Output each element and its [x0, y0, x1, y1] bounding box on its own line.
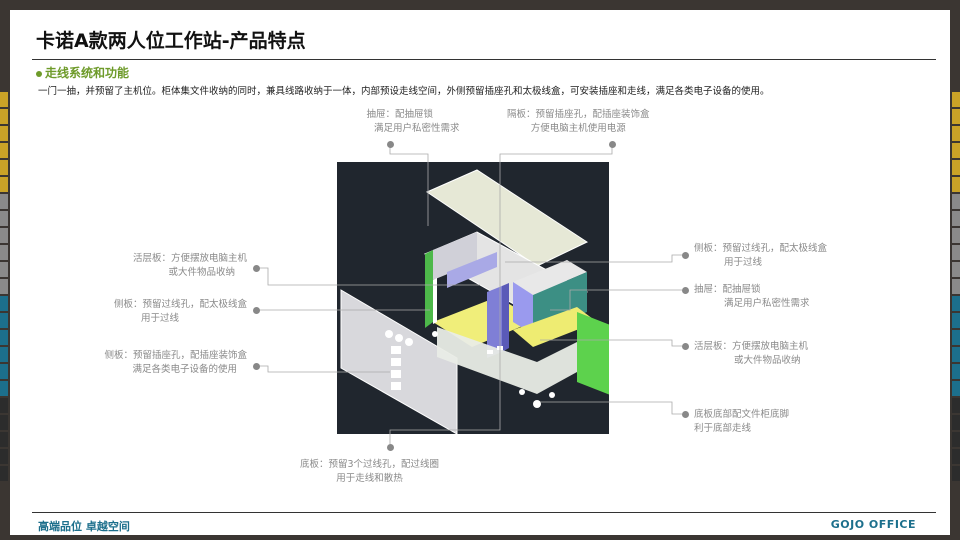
- callout-dot: [387, 444, 394, 451]
- footer-slogan: 高端品位 卓越空间: [38, 520, 130, 533]
- bullet-dot-icon: [36, 70, 42, 77]
- slide: 卡诺A款两人位工作站-产品特点 走线系统和功能 一门一抽，并预留了主机位。柜体集…: [10, 10, 950, 535]
- callout-dot: [253, 265, 260, 272]
- page-title: 卡诺A款两人位工作站-产品特点: [36, 30, 306, 52]
- callout-top-right: 隔板：预留插座孔，配插座装饰盒 方便电脑主机使用电源: [507, 109, 650, 134]
- footer-divider: [32, 512, 936, 513]
- callout-right-3: 活层板：方便摆放电脑主机 或大件物品收纳: [694, 341, 809, 366]
- callout-bottom: 底板：预留3个过线孔，配过线圈 用于走线和散热: [300, 459, 440, 484]
- callout-dot: [609, 141, 616, 148]
- cabinet-illustration: [340, 169, 613, 435]
- exploded-cabinet-diagram: [337, 162, 613, 435]
- leader-lines: [256, 144, 682, 444]
- callout-top-left: 抽屉：配抽屉锁 满足用户私密性需求: [366, 109, 460, 134]
- section-title: 走线系统和功能: [45, 66, 130, 80]
- callout-dot: [682, 252, 689, 259]
- callout-left-1: 活层板：方便摆放电脑主机 或大件物品收纳: [132, 253, 247, 278]
- footer-brand: GOJO OFFICE: [830, 518, 916, 531]
- callout-dot: [387, 141, 394, 148]
- callout-dot: [682, 343, 689, 350]
- section-heading: 走线系统和功能: [36, 64, 129, 81]
- callout-dot: [253, 363, 260, 370]
- section-description: 一门一抽，并预留了主机位。柜体集文件收纳的同时，兼具线路收纳于一体，内部预设走线…: [38, 86, 770, 97]
- right-decor-strip: [952, 92, 960, 483]
- callout-left-2: 侧板：预留过线孔，配太极线盒 用于过线: [113, 299, 247, 324]
- callout-left-3: 侧板：预留插座孔，配插座装饰盒 满足各类电子设备的使用: [104, 350, 247, 375]
- callout-right-4: 底板底部配文件柜底脚 利于底部走线: [694, 409, 790, 434]
- callout-right-1: 侧板：预留过线孔，配太极线盒 用于过线: [694, 243, 828, 268]
- callout-dot: [253, 307, 260, 314]
- left-decor-strip: [0, 92, 8, 483]
- callout-dot: [682, 287, 689, 294]
- title-divider: [32, 59, 936, 60]
- callout-dot: [682, 411, 689, 418]
- callout-right-2: 抽屉：配抽屉锁 满足用户私密性需求: [694, 284, 810, 309]
